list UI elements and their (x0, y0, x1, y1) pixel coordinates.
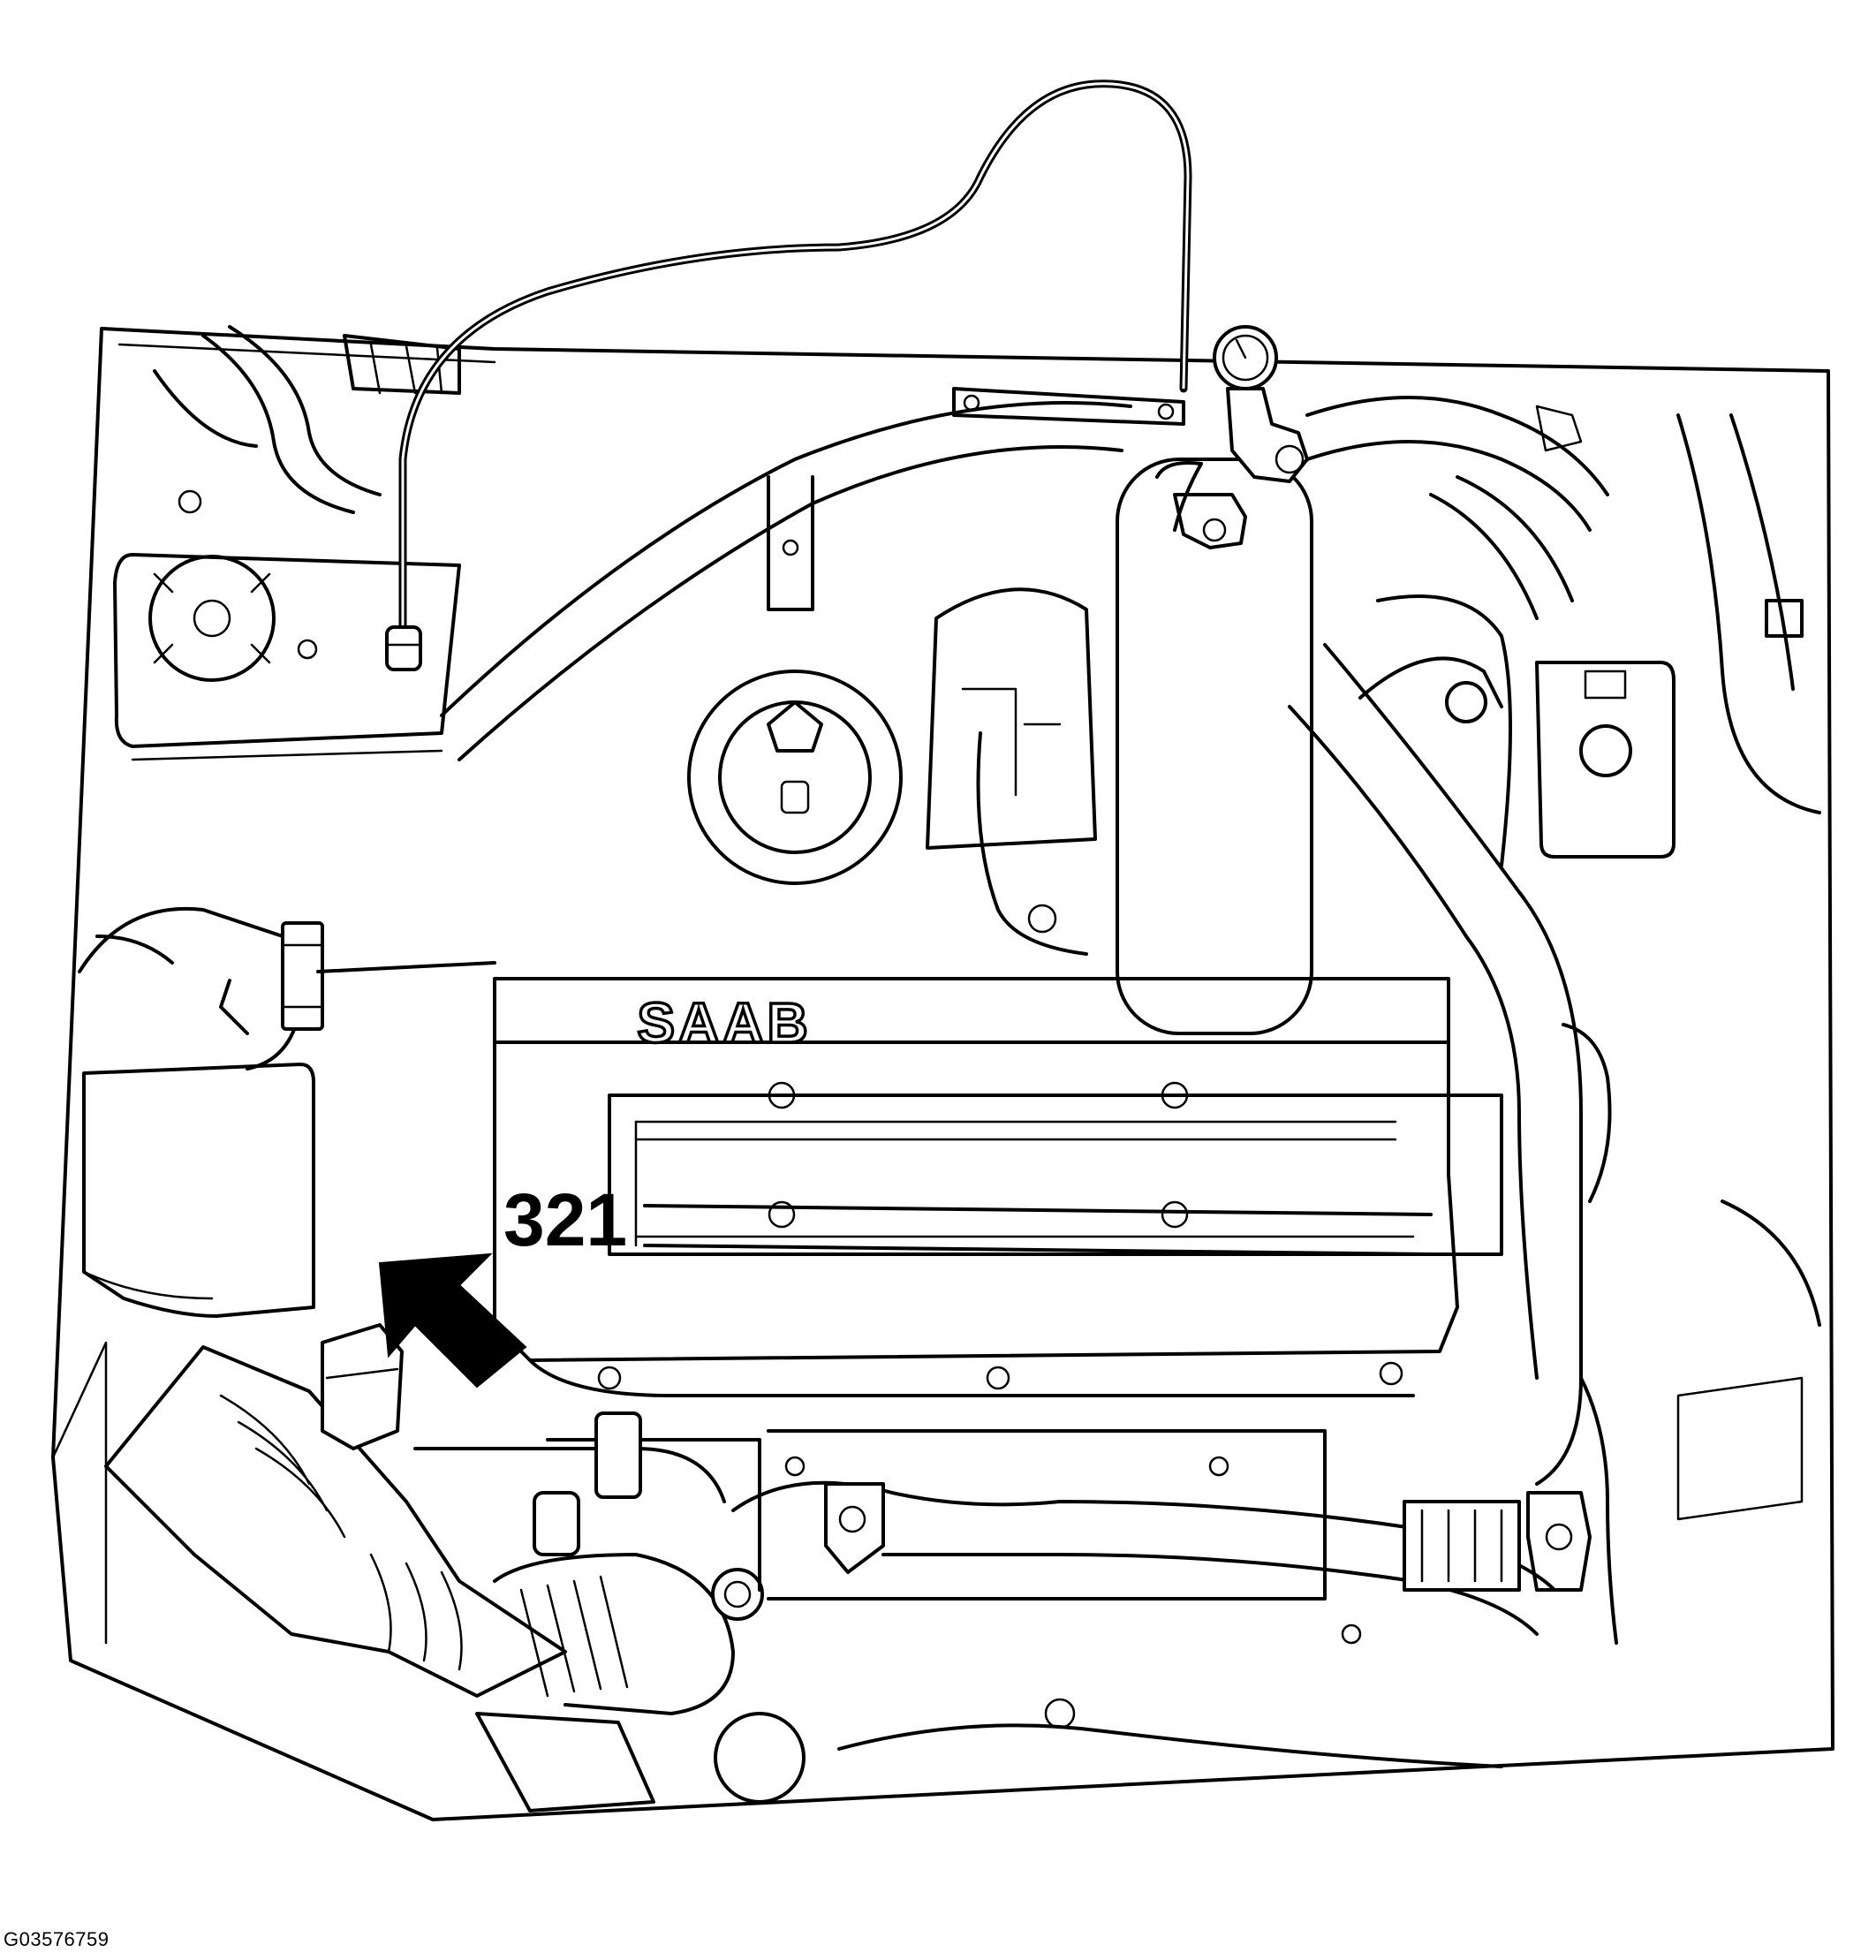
pressure-tester-cylinder (1116, 325, 1313, 1035)
callout-arrow (378, 1204, 1433, 1389)
engine-bay-frame (51, 327, 1834, 1821)
saab-logo-plate: SAAB (636, 989, 811, 1056)
callout-label: 321 (503, 1178, 627, 1261)
coolant-expansion-tank (113, 489, 461, 761)
throttle-body (687, 587, 1097, 956)
mounting-bracket (767, 387, 1185, 611)
pressure-tester-hose (385, 79, 1192, 671)
intake-duct (104, 1323, 735, 1715)
upper-left-hoses (153, 325, 461, 514)
lower-hose-assembly (413, 1411, 1556, 1636)
lower-radiator-hose (1288, 643, 1618, 1645)
air-filter-housing (78, 906, 496, 1318)
lower-engine-details (475, 1199, 1821, 1812)
brake-booster (1376, 594, 1676, 867)
saab-brand-marking: SAAB (637, 991, 811, 1055)
right-hose-bundle (1358, 405, 1821, 814)
upper-radiator-hose (440, 396, 1609, 761)
figure-id: G03576759 (4, 1928, 110, 1950)
